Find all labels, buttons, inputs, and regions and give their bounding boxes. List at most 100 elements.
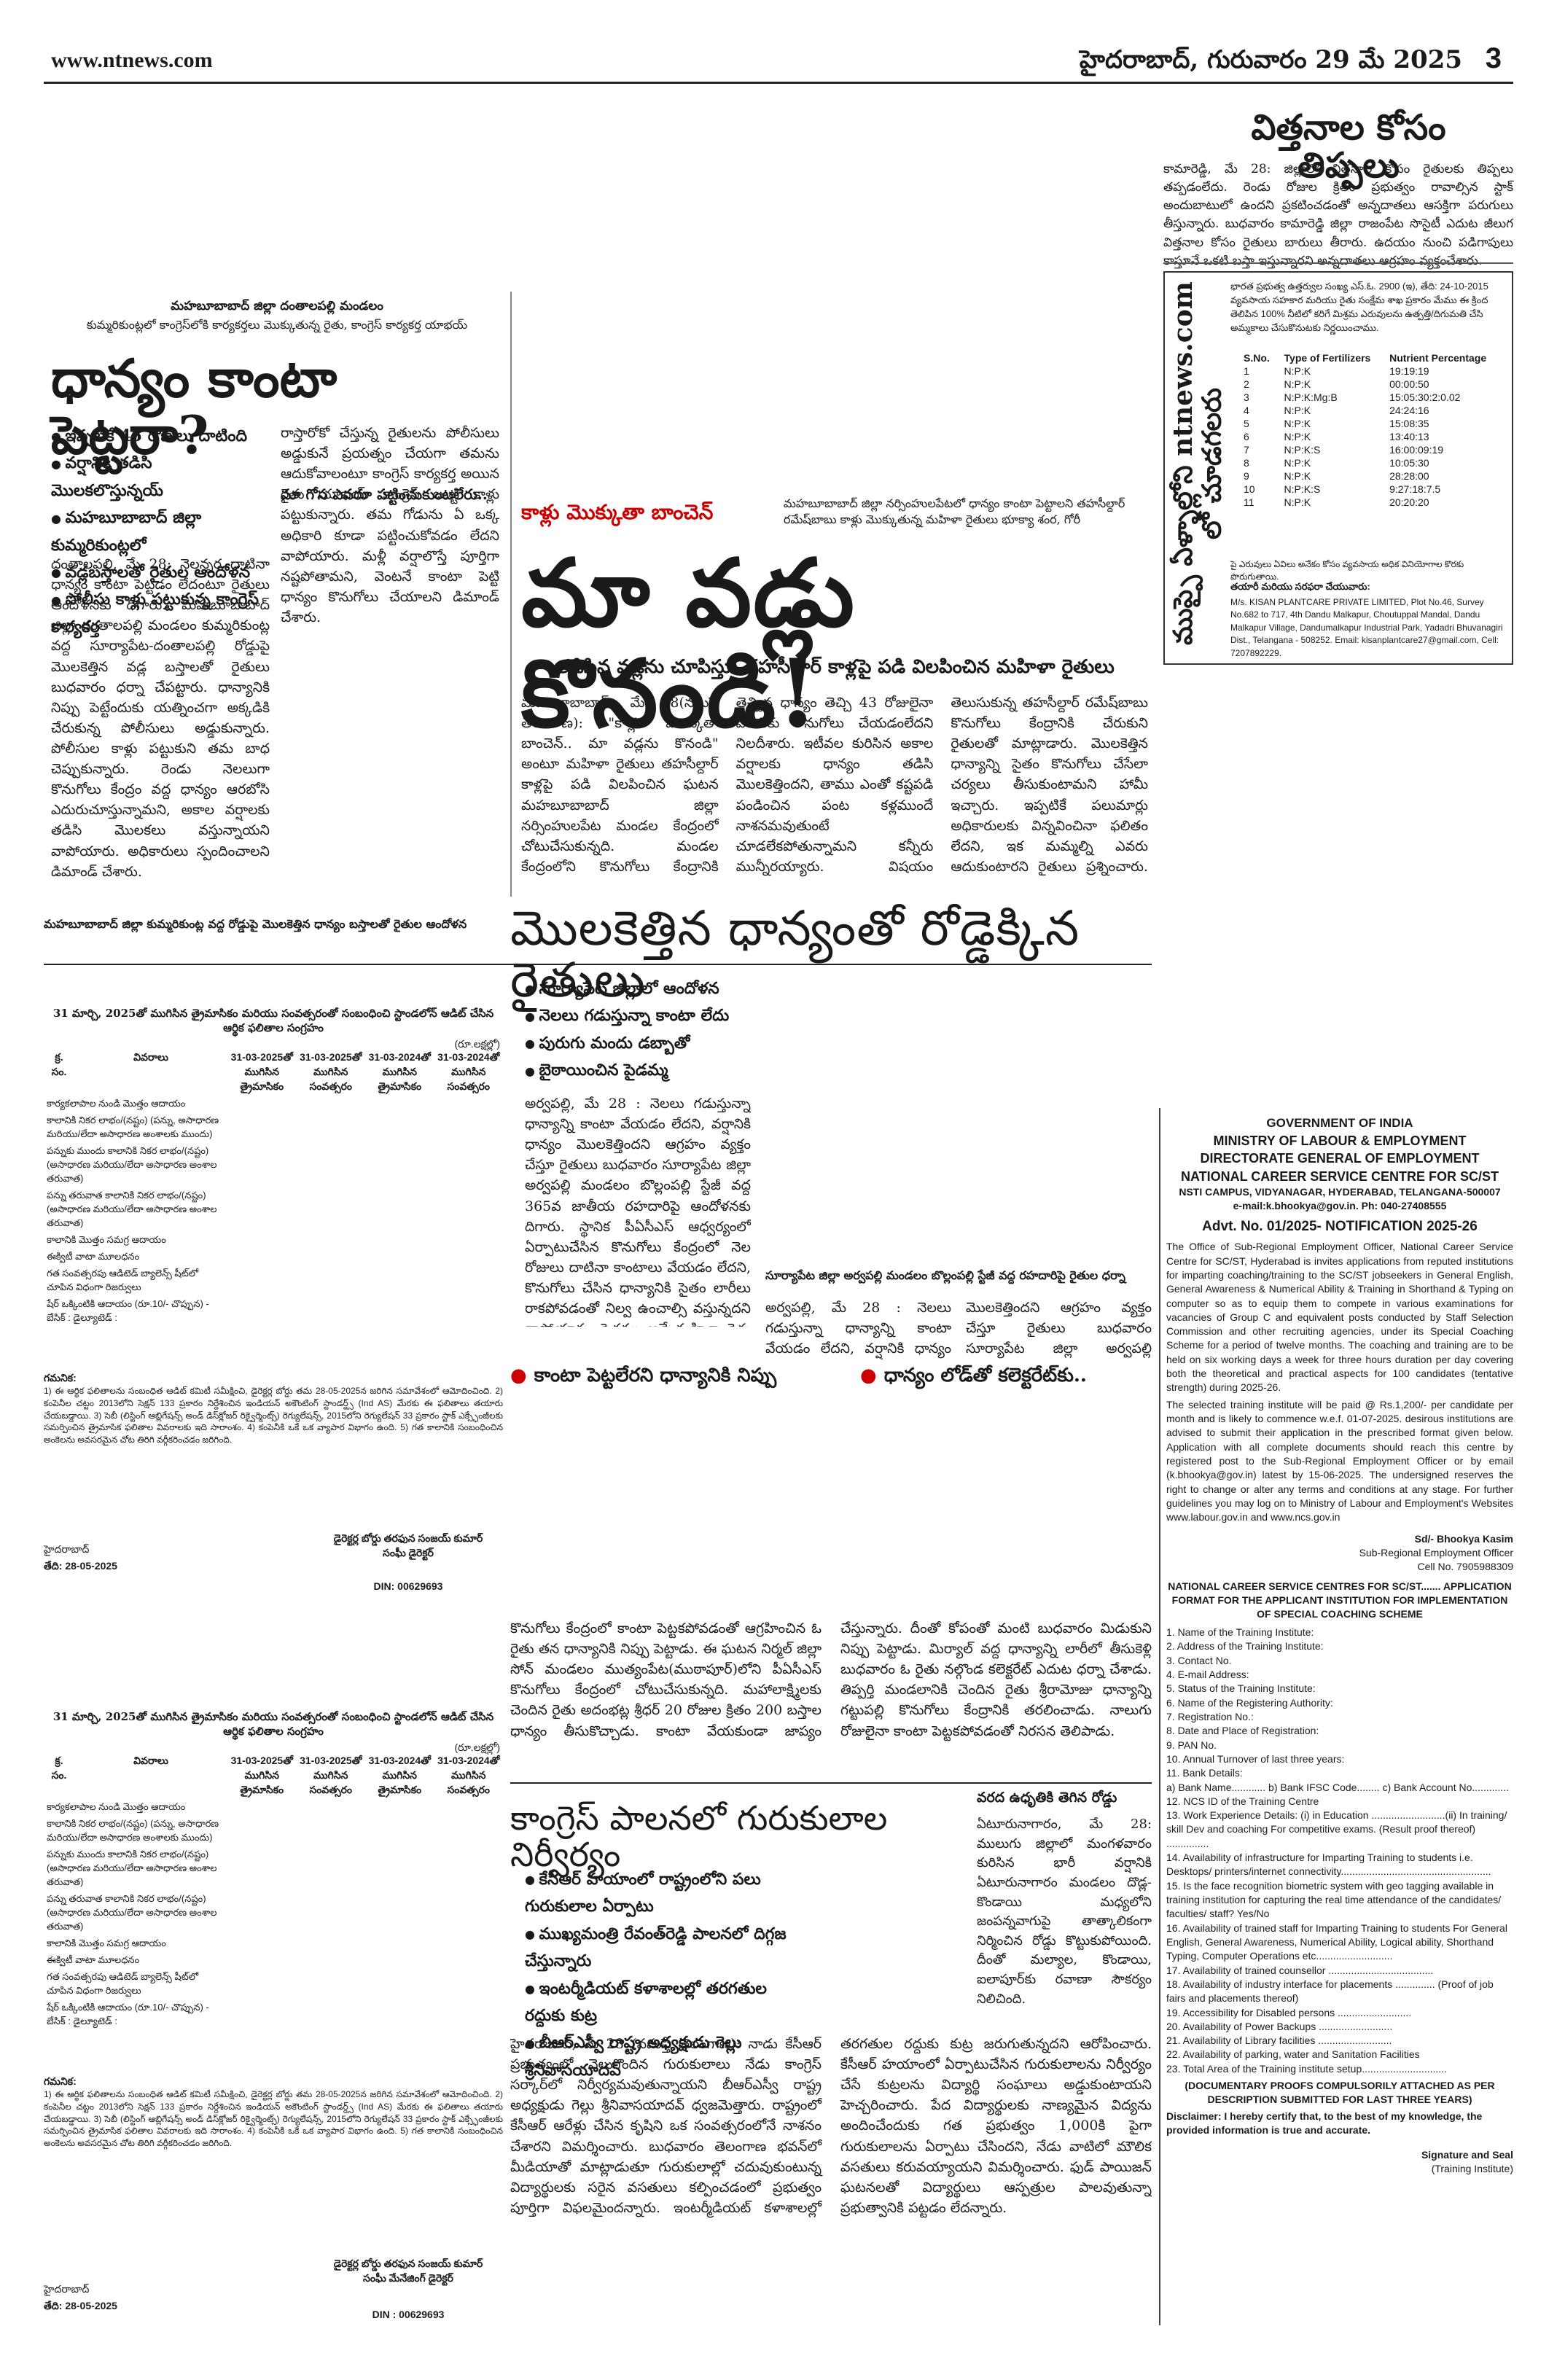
fin-particular: షేర్ ఒక్కింటికి ఆదాయం (రూ.10/- చొప్పున) … [47,2002,209,2026]
fert-cell: 20:20:20 [1389,496,1429,508]
fin-particular: ఈక్విటీ వాటా మూలధనం [47,1954,140,1965]
ncs-sign: Sd/- Bhookya Kasim [1414,1532,1513,1545]
fin-particular: ఈక్విటీ వాటా మూలధనం [47,1251,140,1262]
molak-headline: మొలకెత్తిన ధాన్యంతో రోడ్డెక్కిన రైతులు [510,900,1080,1009]
ncs-form-item: a) Bank Name............ b) Bank IFSC Co… [1166,1781,1509,1793]
ncs-form-title: NATIONAL CAREER SERVICE CENTRES FOR SC/S… [1168,1580,1512,1620]
seeds-body: కామారెడ్డి, మే 28: జిల్లాలో విత్తనాల కోస… [1163,162,1513,268]
fert-cell: 13:40:13 [1389,431,1429,442]
fin-particular: కాలానికి మొత్తం సమగ్ర ఆదాయం [47,1234,166,1245]
fin1-din: DIN: 00629693 [373,1580,443,1592]
fin2-notes-label: గమనిక: [44,2075,77,2087]
ncs-form-item: 3. Contact No. [1166,1654,1232,1666]
fin-particular: కార్యకలాపాల నుండి మొత్తం ఆదాయం [47,1098,186,1109]
financial-result-ad-1: 31 మార్చి, 2025తో ముగిసిన త్రైమాసికం మరి… [44,999,503,1604]
ncs-para2: The selected training institute will be … [1166,1398,1513,1523]
molak-bullet: సూర్యాపేట జిల్లాలో ఆందోళన [525,975,751,1002]
fin-row: కాలానికి నికర లాభం/(నష్టం) (పన్ను, అసాధా… [44,1113,503,1144]
fin2-table: క్ర. సం.వివరాలు31-03-2025తో ముగిసిన త్రై… [44,1753,503,2031]
molak-body: అర్వపల్లి, మే 28 : నెలలు గడుస్తున్నా ధాన… [525,1096,751,1327]
page-number: 3 [1485,42,1502,74]
fin-header-cell: 31-03-2025తో ముగిసిన సంవత్సరం [300,1051,362,1092]
fin2-board: డైరెక్టర్ల బోర్డు తరఫున సంజయ్ కుమార్ సంఘ… [333,2258,483,2285]
ncs-contact[interactable]: e-mail:k.bhookya@gov.in. Ph: 040-2740855… [1233,1199,1447,1212]
ncs-disclaimer: Disclaimer: I hereby certify that, to th… [1166,2110,1483,2137]
fin-row: పన్నుకు ముందు కాలానికి నికర లాభం/(నష్టం)… [44,1847,503,1892]
ncs-form-item: 16. Availability of trained staff for Im… [1166,1921,1507,1962]
fin-particular: కార్యకలాపాల నుండి మొత్తం ఆదాయం [47,1801,186,1812]
gurukul-bullets: కేసీఆర్ హయాంలో రాష్ట్రంలోని పలు గురుకులా… [525,1866,787,2084]
fin-header-cell: 31-03-2025తో ముగిసిన త్రైమాసికం [230,1051,293,1092]
ncs-form-item: 22. Availability of parking, water and S… [1166,2048,1420,2061]
fin-particular: పన్నుకు ముందు కాలానికి నికర లాభం/(నష్టం)… [47,1849,217,1887]
fert-row: 11 N:P:K 20:20:20 [1238,496,1500,509]
fert-cell: 9:27:18:7.5 [1389,483,1441,495]
fert-cell: 9 [1244,470,1249,482]
fert-cell: 2 [1244,378,1249,390]
fin-row: ఈక్విటీ వాటా మూలధనం [44,1953,503,1970]
ncs-form-item: 1. Name of the Training Institute: [1166,1626,1314,1639]
fin1-table: క్ర. సం.వివరాలు31-03-2025తో ముగిసిన త్రై… [44,1050,503,1327]
fire-subhead-left: కాంటా పెట్టలేరని ధాన్యానికి నిప్పు [510,1365,802,1391]
dhanyam-bullets: ఇప్పటికే 45 రోజులు దాటింది వర్షానికి తడి… [51,423,270,641]
ncs-docproof: (DOCUMENTARY PROOFS COMPULSORILY ATTACHE… [1185,2080,1495,2105]
flood-road-body: ఏటూరునాగారం, మే 28: ములుగు జిల్లాలో మంగళ… [977,1817,1152,2007]
fert-cell: 28:28:00 [1389,470,1429,482]
gurukul-body: హైదరాబాద్, మే 28 (నమస్తే తెలంగాణ): నాడు … [510,2036,1152,2216]
ncs-form-item: 10. Annual Turnover of last three years: [1166,1752,1345,1765]
fert-note: పై ఎరువులు ఏవిలు అనేకం కోసం వ్యవసాయ అధిక… [1230,559,1464,582]
ncs-addr: NSTI CAMPUS, VIDYANAGAR, HYDERABAD, TELA… [1179,1185,1501,1198]
fert-cell: 4 [1244,405,1249,416]
fin-row: పన్ను తరువాత కాలానికి నికర లాభం/(నష్టం) … [44,1188,503,1233]
fin-row: గత సంవత్సరపు ఆడిటెడ్ బ్యాలెన్స్ షీట్‌లో … [44,1266,503,1297]
ncs-form-item: 18. Availability of industry interface f… [1166,1978,1494,2005]
fin-particular: షేర్ ఒక్కింటికి ఆదాయం (రూ.10/- చొప్పున) … [47,1298,209,1323]
flood-road-headline: వరద ఉధృతికి తెగిన రోడ్డు [977,1790,1117,1806]
masthead-rule [44,82,1513,84]
maa-vaddu-tagline: కాళ్లు మొక్కుతా బాంచెన్ మహబూబాబాద్ జిల్ల… [521,496,1148,532]
ncs-seal2: (Training Institute) [1431,2162,1513,2174]
fin2-title: 31 మార్చి, 2025తో ముగిసిన త్రైమాసికం మరి… [52,1710,494,1739]
molak-photo2-caption: సూర్యాపేట జిల్లా అర్వపల్లి మండలం బొల్లంప… [765,1268,1125,1282]
fert-col-type: Type of Fertilizers [1284,352,1371,364]
fin-header-cell: వివరాలు [133,1051,168,1063]
dhanyam-body: దంతాలపల్లి, మే 28: నెలన్నర దాటినా ధాన్యం… [51,556,270,880]
fin-row: షేర్ ఒక్కింటికి ఆదాయం (రూ.10/- చొప్పున) … [44,1297,503,1327]
fin-particular: కాలానికి నికర లాభం/(నష్టం) (పన్ను, అసాధా… [47,1115,219,1139]
fin1-title: 31 మార్చి, 2025తో ముగిసిన త్రైమాసికం మరి… [52,1007,494,1035]
ncs-sign-title: Sub-Regional Employment Officer [1359,1546,1513,1558]
fin-row: కార్యకలాపాల నుండి మొత్తం ఆదాయం [44,1800,503,1817]
fert-cell: 11 [1244,496,1254,508]
fert-cell: N:P:K [1284,405,1311,416]
fert-cell: 19:19:19 [1389,365,1429,377]
molak-bullets: సూర్యాపేట జిల్లాలో ఆందోళన నెలలు గడుస్తున… [525,975,751,1085]
fert-side-banner: ముప్పై ఏళ్ళాల్లోని ntnews.com లో చూడగలరు [1168,281,1228,646]
fin-row: ఈక్విటీ వాటా మూలధనం [44,1249,503,1266]
fert-cell: N:P:K [1284,496,1311,508]
ncs-form-item: 4. E-mail Address: [1166,1669,1249,1681]
fin-row: పన్ను తరువాత కాలానికి నికర లాభం/(నష్టం) … [44,1892,503,1936]
fire-subhead-right: ధాన్యం లోడ్‌తో కలెక్టరేట్‌కు.. [860,1365,1152,1391]
ncs-ministry: MINISTRY OF LABOUR & EMPLOYMENT [1213,1133,1467,1148]
gurukul-bullet: బీఆర్‌ఎస్వీ రాష్ట్ర అధ్యక్షుడు గెల్లు శ్… [525,2029,787,2084]
fire-subhead-left-text: కాంటా పెట్టలేరని ధాన్యానికి నిప్పు [510,1365,776,1386]
fin-header-cell: వివరాలు [133,1755,168,1766]
fert-col-pct: Nutrient Percentage [1389,352,1487,364]
ncs-form-item: 19. Accessibility for Disabled persons .… [1166,2006,1412,2018]
fert-cell: 7 [1244,444,1249,456]
fert-maker-label: తయారీ మరియు సరఫరా చేయువారు: [1230,581,1370,592]
fert-cell: N:P:K [1284,457,1311,469]
fert-cell: 10 [1244,483,1255,495]
site-url[interactable]: www.ntnews.com [51,48,213,72]
fert-cell: 3 [1244,391,1249,403]
fert-col-sno: S.No. [1244,352,1270,364]
ncs-form-item: 2. Address of the Training Institute: [1166,1640,1324,1653]
fire-subhead-right-text: ధాన్యం లోడ్‌తో కలెక్టరేట్‌కు.. [860,1365,1087,1386]
fin-row: పన్నుకు ముందు కాలానికి నికర లాభం/(నష్టం)… [44,1144,503,1188]
fin1-board: డైరెక్టర్ల బోర్డు తరఫున సంజయ్ కుమార్ సంఘ… [333,1532,483,1559]
